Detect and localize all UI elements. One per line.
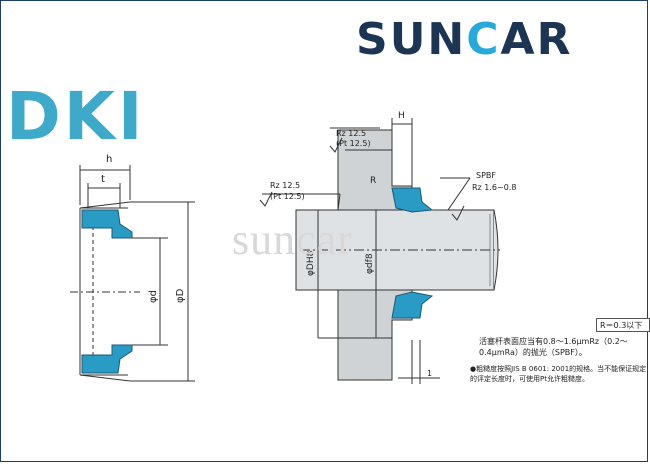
rz-left-2: (Pt 12.5): [270, 192, 305, 201]
dim-one-label: 1: [427, 369, 432, 378]
radius-spec-box: R＝0.3以下: [596, 318, 650, 332]
seal-lower: [391, 291, 434, 319]
dim-D-label: φD: [175, 288, 186, 303]
seal-upper: [391, 187, 434, 213]
roughness-note: ●粗糙度按照JIS B 0601: 2001的规格。当不能保证规定的评定长度时，…: [470, 365, 647, 383]
rz-top-1: Rz 12.5: [336, 129, 366, 138]
suncar-logo: SUNCAR: [356, 14, 573, 65]
left-section-view: [70, 165, 195, 382]
spbf-label: SPBF: [476, 171, 496, 180]
rz-top-2: (Pt 12.5): [336, 139, 371, 148]
dim-df8-label: φdf8: [365, 253, 375, 274]
series-logo: DKI: [6, 78, 146, 155]
roughness-symbol-top: [329, 137, 343, 153]
watermark: suncar: [232, 215, 353, 264]
surface-note: 活塞杆表面应当有0.8～1.6μmRz（0.2～0.4μmRa）的抛光（SPBF…: [479, 337, 628, 357]
roughness-symbol-right: [451, 205, 465, 221]
dim-d-label: φd: [148, 290, 159, 303]
dim-h-label: h: [106, 154, 112, 165]
rz-right-label: Rz 1.6~0.8: [472, 183, 516, 192]
dim-H-label: H: [398, 111, 405, 121]
rz-left-1: Rz 12.5: [270, 181, 300, 190]
dim-DH8-label: φDH8: [306, 250, 316, 276]
dim-t-label: t: [101, 174, 105, 185]
roughness-symbol-left: [259, 191, 273, 207]
radius-R-label: R: [370, 176, 376, 186]
